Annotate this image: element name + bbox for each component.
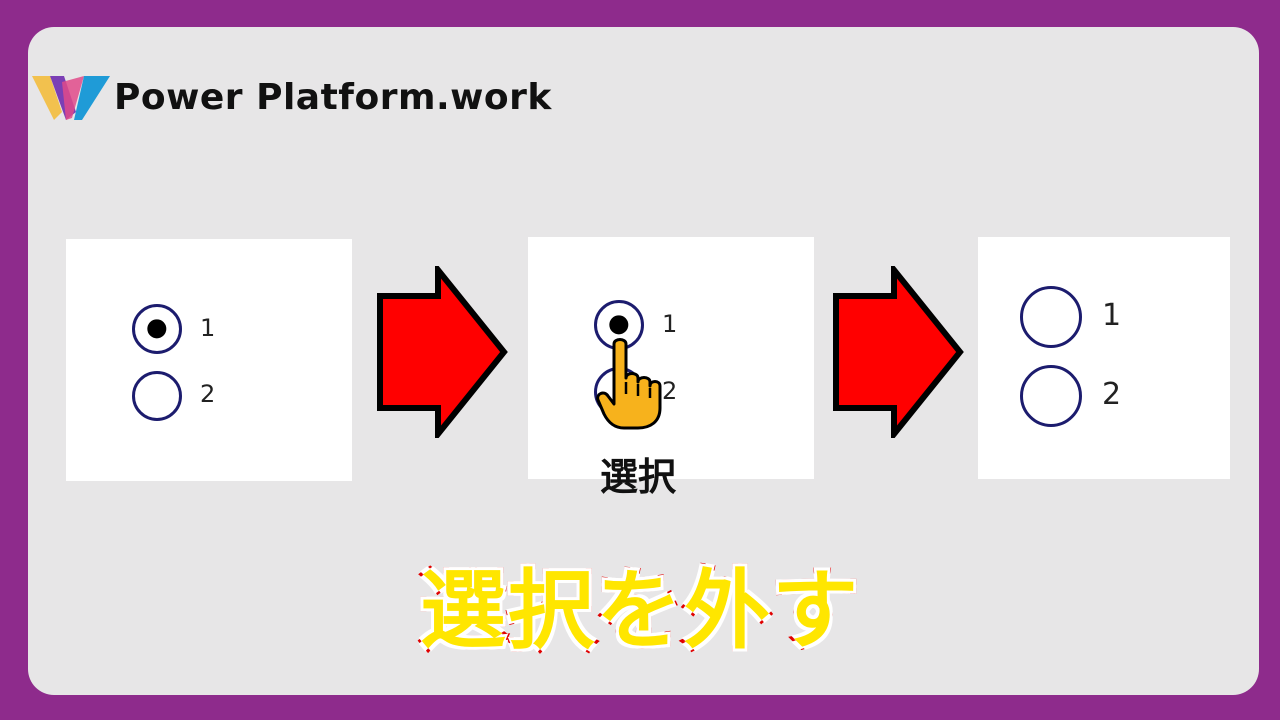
- radio-panel-after: 1 2: [978, 237, 1230, 479]
- radio-label-1: 1: [200, 314, 216, 342]
- pointing-hand-icon: [596, 338, 662, 430]
- radio-panel-before: 1 2: [66, 239, 352, 481]
- caption-title: 選択を外す: [417, 558, 861, 664]
- radio-label-2: 2: [662, 377, 678, 405]
- power-platform-logo-icon: [32, 76, 110, 120]
- radio-label-1: 1: [1102, 298, 1122, 333]
- radio-option-2[interactable]: [1020, 365, 1082, 427]
- radio-option-1[interactable]: [1020, 286, 1082, 348]
- right-arrow-icon: [377, 266, 508, 438]
- brand: Power Platform.work: [32, 72, 552, 122]
- radio-option-1[interactable]: [132, 304, 182, 354]
- select-annotation: 選択: [600, 455, 677, 499]
- brand-name: Power Platform.work: [114, 76, 552, 118]
- radio-label-2: 2: [1102, 377, 1122, 412]
- radio-selected-dot: [609, 315, 629, 335]
- radio-label-2: 2: [200, 380, 216, 408]
- radio-selected-dot: [147, 319, 167, 339]
- radio-label-1: 1: [662, 310, 678, 338]
- radio-option-2[interactable]: [132, 371, 182, 421]
- radio-option-1[interactable]: [594, 300, 644, 350]
- right-arrow-icon: [833, 266, 964, 438]
- radio-panel-click: 1 2: [528, 237, 814, 479]
